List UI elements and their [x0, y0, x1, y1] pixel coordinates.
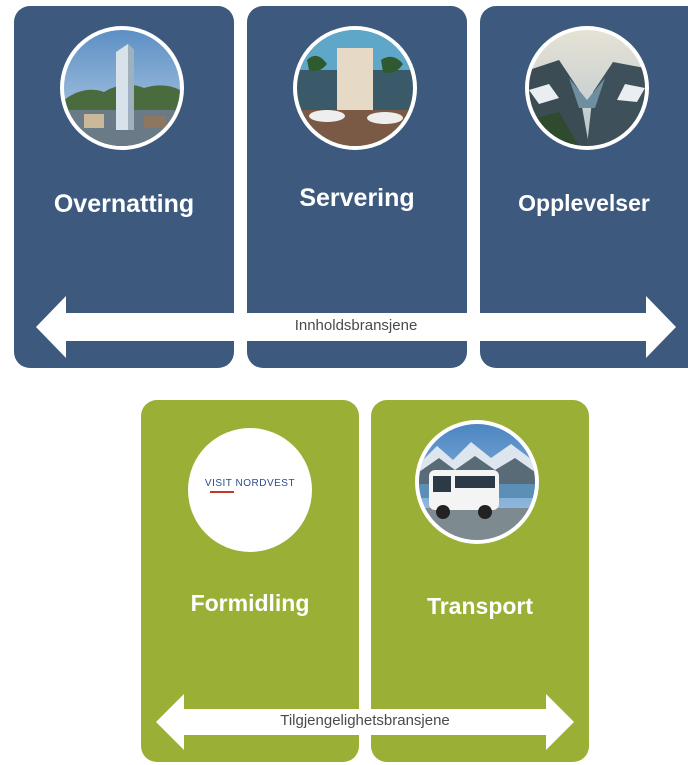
hotel-tower-photo — [60, 26, 184, 150]
visit-nordvest-logo: VISIT NORDVEST — [188, 428, 312, 552]
tilgjengelighetsbransjene-label: Tilgjengelighetsbransjene — [280, 712, 450, 729]
logo-flag-stripe — [210, 491, 234, 493]
card-title-servering: Servering — [299, 184, 415, 212]
card-title-formidling: Formidling — [190, 590, 310, 616]
card-title-transport: Transport — [426, 593, 534, 619]
fjord-landscape-photo — [525, 26, 649, 150]
innholdsbransjene-double-arrow — [36, 296, 676, 358]
innholdsbransjene-label: Innholdsbransjene — [294, 317, 418, 334]
tilgjengelighetsbransjene-double-arrow — [156, 694, 574, 750]
card-title-opplevelser: Opplevelser — [518, 190, 650, 216]
restaurant-interior-photo — [293, 26, 417, 150]
bus-mountain-photo — [415, 420, 539, 544]
visit-nordvest-logo-text: VISIT NORDVEST — [204, 478, 296, 489]
card-title-overnatting: Overnatting — [53, 190, 195, 218]
